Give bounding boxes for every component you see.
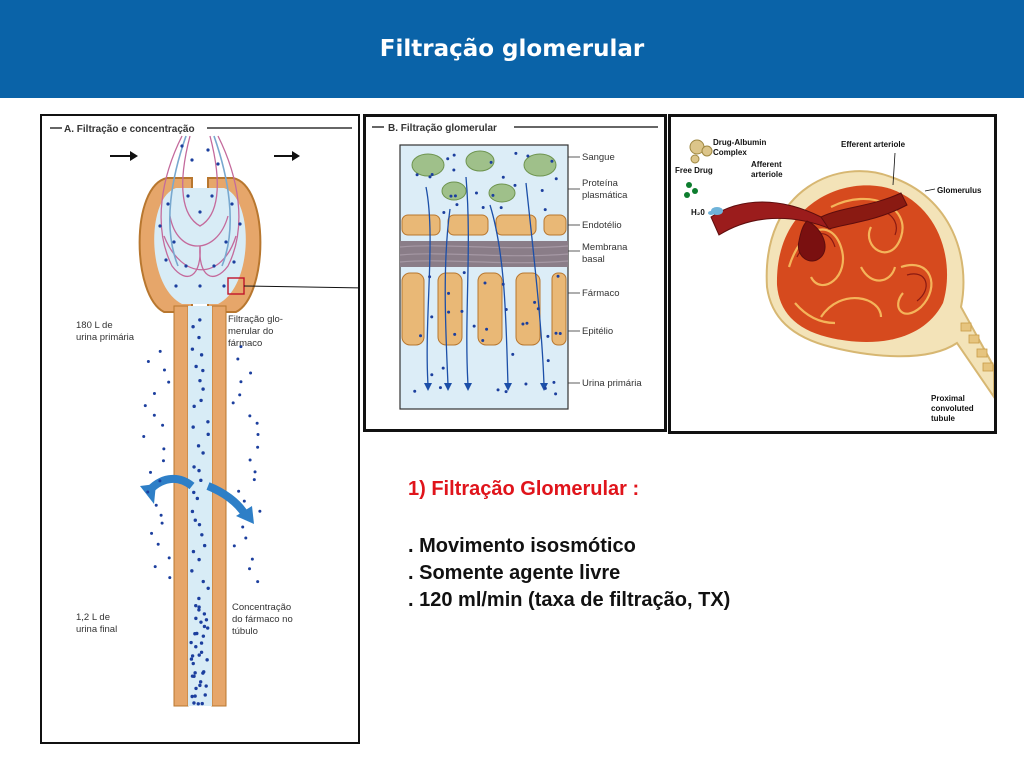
label-free-drug: Free Drug: [675, 166, 713, 175]
flow-arrow-right: [274, 151, 300, 161]
drug-particles-interstitium: [142, 345, 262, 584]
label-h2o: H₂0: [691, 208, 705, 217]
figure-glomerulus: Drug-Albumin Complex Free Drug H₂0 Affer…: [668, 114, 997, 434]
reabsorption-arrow-left: [140, 474, 195, 504]
filtration-arrowheads: [424, 383, 548, 391]
label-afferent-arteriole: Afferent arteriole: [751, 160, 784, 179]
label-sangue: Sangue: [582, 152, 615, 163]
figA-title: A. Filtração e concentração: [64, 124, 195, 135]
slide-title: Filtração glomerular: [379, 36, 645, 62]
filtration-barrier-diagram: B. Filtração glomerular: [372, 123, 658, 410]
figB-title: B. Filtração glomerular: [388, 123, 497, 134]
reabsorption-arrow-right: [206, 482, 254, 524]
tubule-lumen: [188, 306, 212, 706]
efferent-arteriole: [820, 192, 908, 230]
label-glomerular-filtration: Filtração glo- merular do fármaco: [228, 314, 286, 349]
label-tubule-concentration: Concentração do fármaco no túbulo: [232, 602, 295, 637]
section-heading: 1) Filtração Glomerular :: [408, 478, 640, 500]
slide-header: Filtração glomerular: [0, 0, 1024, 98]
figure-filtration-concentration: A. Filtração e concentração: [40, 114, 365, 744]
label-basal: basal: [582, 254, 605, 265]
tubule-epithelium: [960, 322, 994, 372]
label-plasmatica: plasmática: [582, 190, 628, 201]
label-epitelio: Epitélio: [582, 326, 613, 337]
afferent-arteriole: [710, 201, 832, 236]
label-proximal-tubule: Proximal convoluted tubule: [931, 394, 976, 423]
glomerular-capillaries: [160, 135, 240, 278]
connector-line: [243, 285, 365, 289]
label-membrana: Membrana: [582, 242, 628, 253]
blood-flow-streams: [169, 135, 231, 267]
label-final-urine: 1,2 L de urina final: [76, 612, 117, 635]
tubule-wall-left: [173, 305, 189, 707]
bullet-free-agent: . Somente agente livre: [408, 562, 621, 584]
label-proteina: Proteína: [582, 178, 619, 189]
drug-albumin-icon: [689, 139, 713, 164]
vascular-pole: [797, 220, 826, 262]
drug-particles-tubule: [189, 318, 210, 706]
epithelium-layer: [401, 272, 567, 346]
bullet-isosmotic: . Movimento isosmótico: [408, 535, 636, 557]
bullet-filtration-rate: . 120 ml/min (taxa de filtração, TX): [408, 589, 731, 611]
label-farmaco: Fármaco: [582, 288, 619, 299]
flow-arrow-left: [110, 151, 138, 161]
tubule-wall-right: [211, 305, 227, 707]
label-endotelio: Endotélio: [582, 220, 622, 231]
label-efferent-arteriole: Efferent arteriole: [841, 140, 906, 149]
label-glomerulus: Glomerulus: [937, 186, 982, 195]
endothelium-layer: [401, 214, 567, 236]
water-molecule-icon: [708, 207, 723, 215]
nephron-diagram: A. Filtração e concentração: [50, 124, 365, 707]
filtration-arrows: [425, 176, 545, 386]
glomerulus-diagram: Drug-Albumin Complex Free Drug H₂0 Affer…: [675, 138, 995, 423]
figure-glomerular-filtration: B. Filtração glomerular: [363, 114, 667, 432]
content-block: 1) Filtração Glomerular : . Movimento is…: [408, 478, 968, 614]
drug-particles: [413, 151, 562, 396]
label-urina-primaria: Urina primária: [582, 378, 642, 389]
plasma-proteins: [411, 150, 557, 203]
free-drug-icon: [684, 182, 698, 198]
label-primary-urine: 180 L de urina primária: [76, 320, 135, 343]
label-drug-albumin: Drug-Albumin Complex: [713, 138, 769, 157]
drug-particles-capsule: [158, 144, 242, 288]
